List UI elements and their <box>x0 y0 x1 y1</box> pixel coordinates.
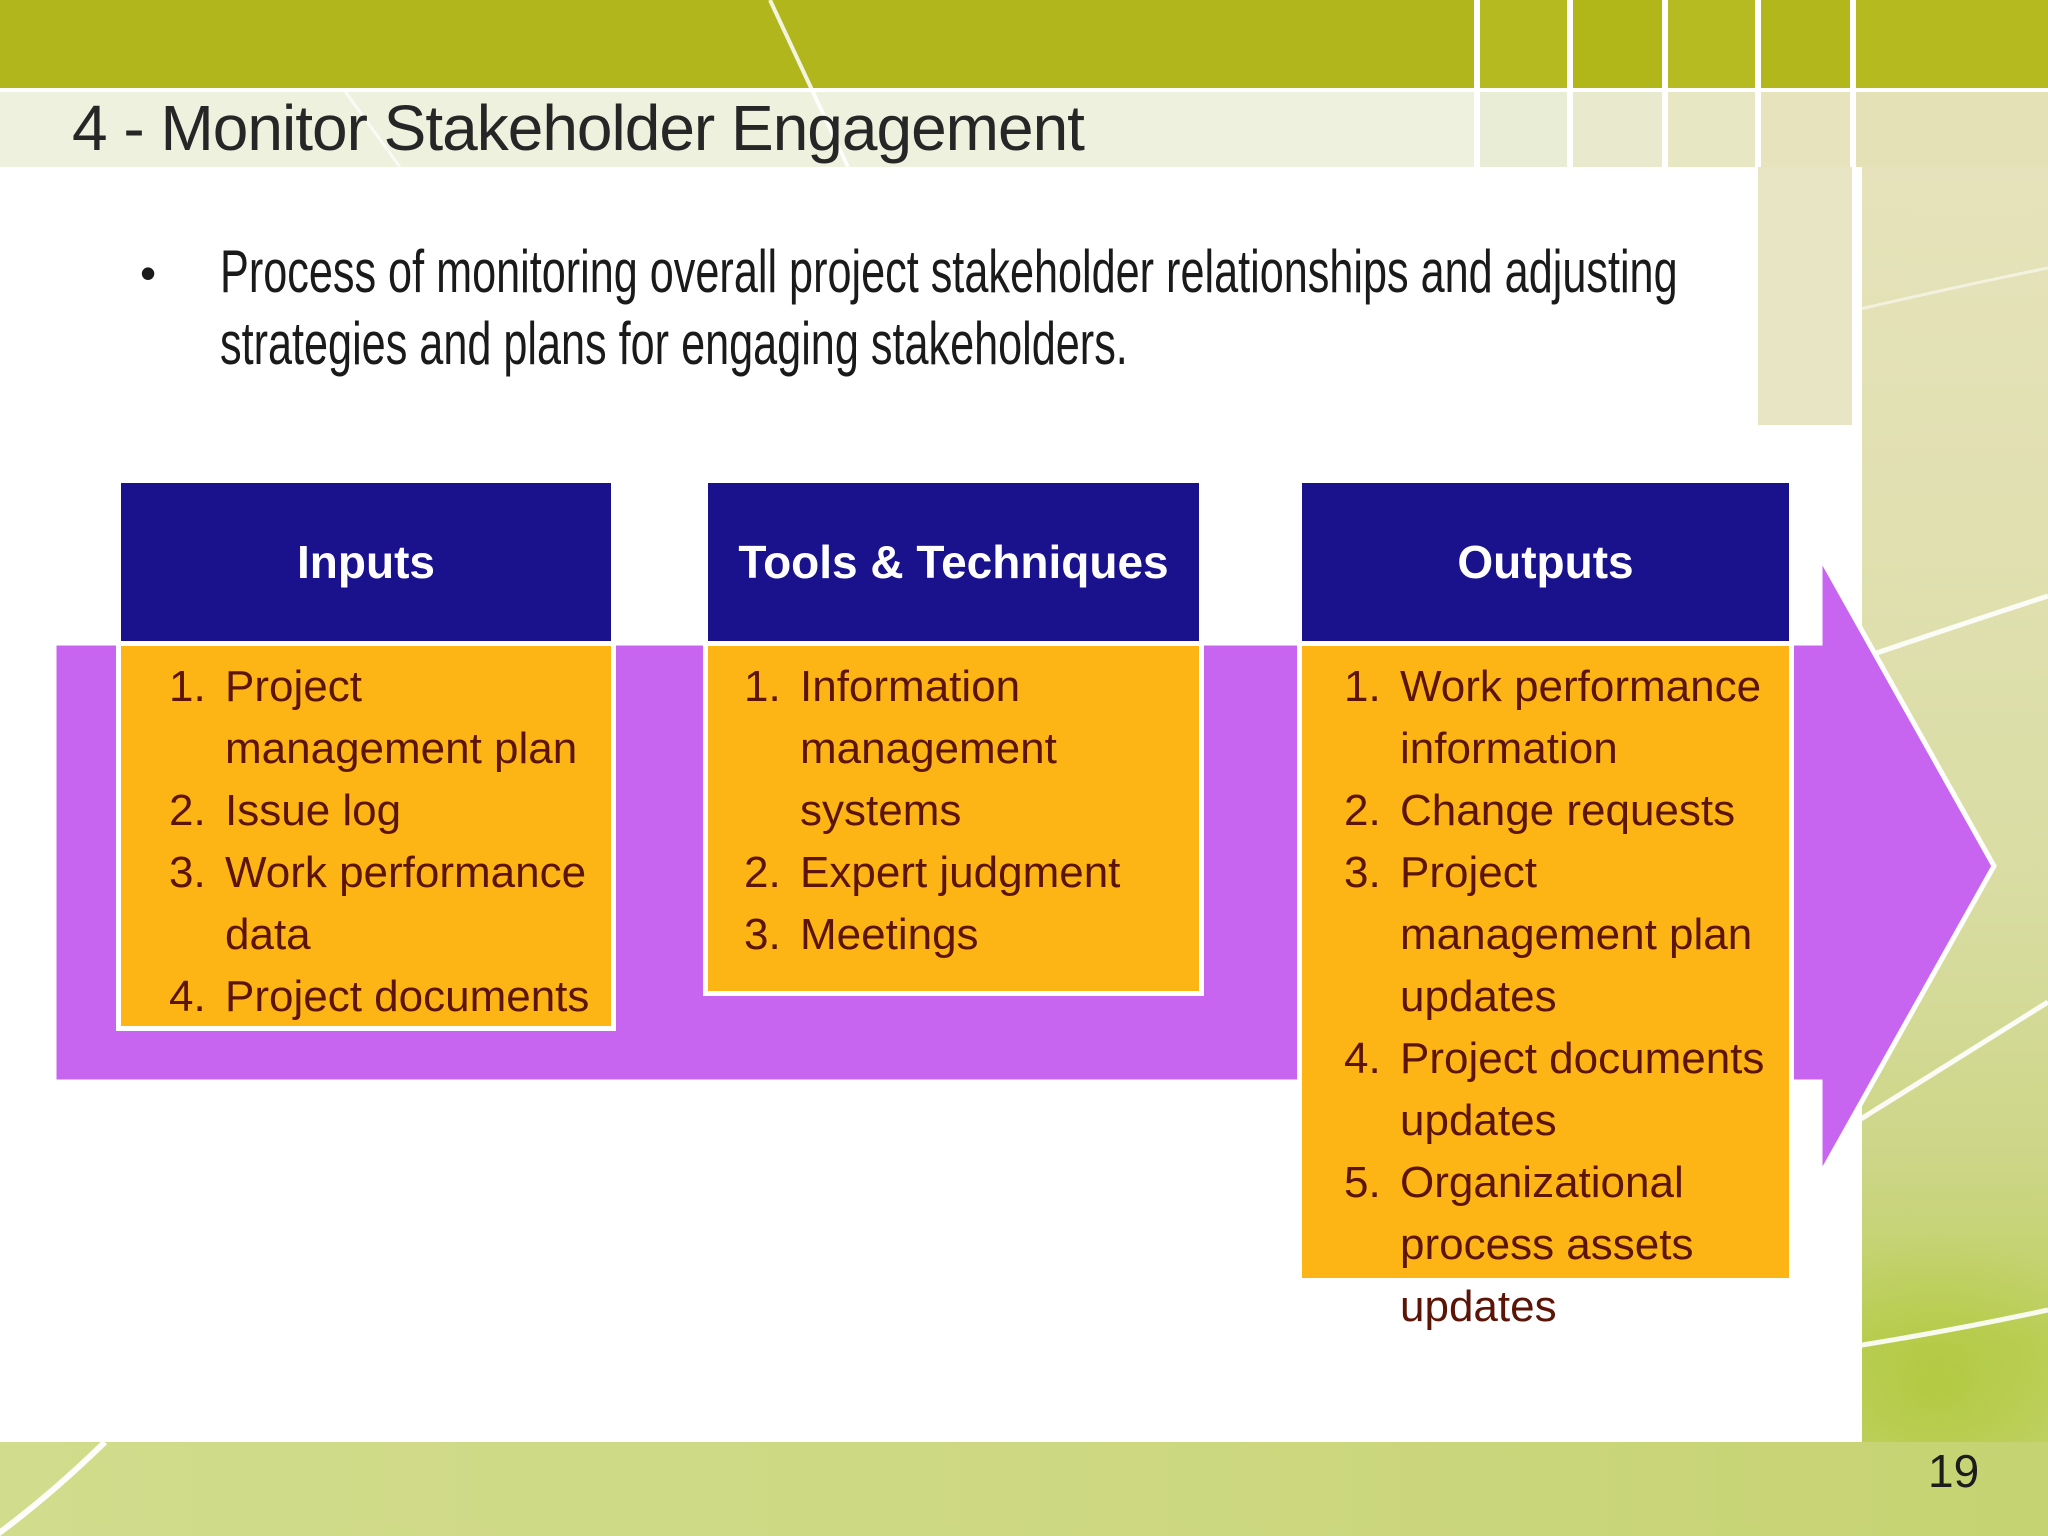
divider <box>1755 0 1761 167</box>
tools-techniques-header: Tools & Techniques <box>708 483 1199 641</box>
inputs-header: Inputs <box>121 483 611 641</box>
background-right-column <box>1856 167 2048 1536</box>
title-band-segment <box>1758 90 1852 167</box>
list-item-text: Project management plan <box>225 662 578 773</box>
list-item: 2. Expert judgment <box>744 842 1151 904</box>
list-item-text: Information management systems <box>800 662 1057 835</box>
list-item-number: 2. <box>169 786 206 835</box>
list-item-number: 5. <box>1344 1158 1381 1207</box>
olive-segment <box>1477 0 1570 90</box>
list-item-text: Work performance information <box>1400 662 1762 773</box>
outputs-box: Outputs 1. Work performance information 2.… <box>1297 478 1794 1331</box>
list-item-text: Work performance data <box>225 848 587 959</box>
list-item-number: 1. <box>169 662 206 711</box>
bullet-text-line: Process of monitoring overall project st… <box>220 238 1678 305</box>
tools-techniques-body: 1. Information management systems 2. Expert… <box>708 646 1199 991</box>
inputs-body: 1. Project management plan 2. Issue log 3. Wo… <box>121 646 611 1026</box>
list-item: 4. Project documents <box>169 966 605 1028</box>
page-title: 4 - Monitor Stakeholder Engagement <box>72 92 1085 164</box>
list-item-text: Change requests <box>1400 786 1736 835</box>
list-item-text: Project documents <box>225 972 590 1021</box>
list-item-text: Project management plan updates <box>1400 848 1753 1021</box>
inputs-list: 1. Project management plan 2. Issue log 3. Wo… <box>121 646 611 1028</box>
title-band-segment <box>1665 90 1758 167</box>
list-item-text: Organizational process assets updates <box>1400 1158 1694 1331</box>
list-item-text: Project documents updates <box>1400 1034 1765 1145</box>
list-item-number: 3. <box>1344 848 1381 897</box>
list-item: 3. Project management plan updates <box>1344 842 1765 1028</box>
olive-segment <box>1665 0 1758 90</box>
list-item-number: 2. <box>1344 786 1381 835</box>
divider <box>1850 0 1856 167</box>
list-item-number: 1. <box>744 662 781 711</box>
list-item: 3. Work performance data <box>169 842 605 966</box>
list-item: 5. Organizational process assets updates <box>1344 1152 1765 1338</box>
list-item: 2. Issue log <box>169 780 605 842</box>
list-item: 4. Project documents updates <box>1344 1028 1765 1152</box>
outputs-body: 1. Work performance information 2. Change r… <box>1302 646 1789 1331</box>
list-item: 3. Meetings <box>744 904 1151 966</box>
olive-segment <box>1570 0 1665 90</box>
list-item: 1. Information management systems <box>744 656 1151 842</box>
tools-techniques-box: Tools & Techniques 1. Information managem… <box>703 478 1204 996</box>
list-item-number: 1. <box>1344 662 1381 711</box>
title-band-segment <box>1570 90 1665 167</box>
olive-segment <box>1758 0 1852 90</box>
outputs-header: Outputs <box>1302 483 1789 641</box>
footer-band <box>0 1442 2048 1536</box>
title-band-segment <box>1477 90 1570 167</box>
list-item: 2. Change requests <box>1344 780 1765 842</box>
background-accent-block <box>1758 167 1852 425</box>
tools-techniques-list: 1. Information management systems 2. Expert… <box>708 646 1199 966</box>
divider <box>1662 0 1668 167</box>
title-band-segment <box>1852 90 2048 167</box>
list-item: 1. Work performance information <box>1344 656 1765 780</box>
page-number: 19 <box>1928 1445 1980 1497</box>
outputs-list: 1. Work performance information 2. Change r… <box>1302 646 1789 1338</box>
list-item-text: Expert judgment <box>800 848 1121 897</box>
divider <box>0 88 2048 92</box>
list-item-number: 2. <box>744 848 781 897</box>
list-item: 1. Project management plan <box>169 656 605 780</box>
list-item-number: 3. <box>169 848 206 897</box>
list-item-number: 4. <box>1344 1034 1381 1083</box>
list-item-text: Meetings <box>800 910 979 959</box>
list-item-text: Issue log <box>225 786 402 835</box>
inputs-box: Inputs 1. Project management plan 2. Issue … <box>116 478 616 1031</box>
divider <box>1567 0 1573 167</box>
list-item-number: 4. <box>169 972 206 1021</box>
bullet-icon: • <box>140 247 157 299</box>
olive-segment <box>1852 0 2048 90</box>
bullet-text-line: strategies and plans for engaging stakeh… <box>220 310 1128 377</box>
divider <box>1474 0 1480 167</box>
list-item-number: 3. <box>744 910 781 959</box>
